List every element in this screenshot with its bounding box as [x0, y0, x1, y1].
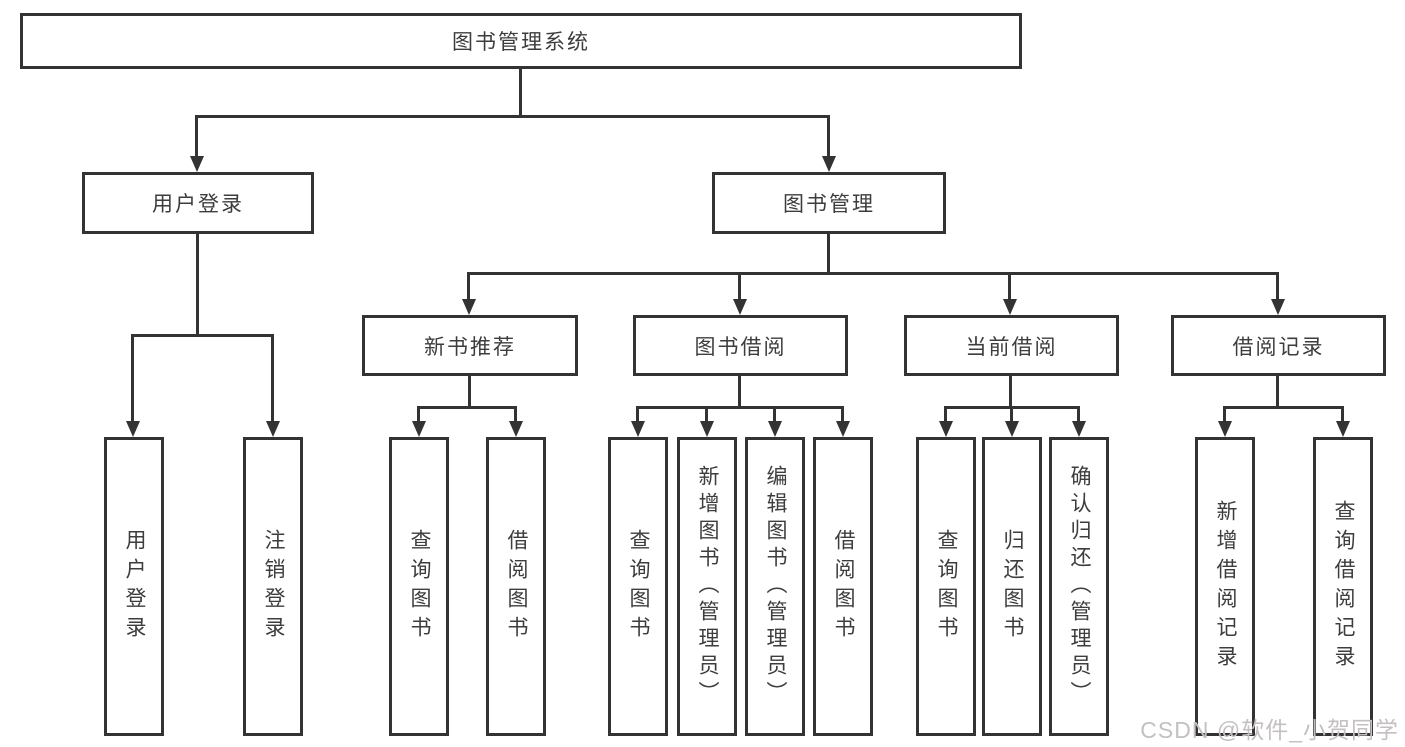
connector-arrowhead-icon — [462, 299, 476, 315]
node-new-book-recommend: 新书推荐 — [362, 315, 578, 376]
leaf-borrow-books: 借阅图书 — [813, 437, 873, 736]
leaf-return-books: 归还图书 — [982, 437, 1042, 736]
connector-arrowhead-icon — [631, 421, 645, 437]
node-book-management: 图书管理 — [712, 172, 946, 234]
connector-arrowhead-icon — [700, 421, 714, 437]
connector-line — [1276, 376, 1279, 409]
connector-arrowhead-icon — [412, 421, 426, 437]
connector-line — [467, 272, 1279, 275]
connector-line — [271, 334, 274, 423]
connector-line — [195, 115, 830, 118]
leaf-add-borrow-record: 新增借阅记录 — [1195, 437, 1255, 736]
connector-line — [738, 376, 741, 409]
node-current-borrowing: 当前借阅 — [904, 315, 1119, 376]
node-borrow-records: 借阅记录 — [1171, 315, 1386, 376]
connector-arrowhead-icon — [1218, 421, 1232, 437]
connector-line — [1223, 406, 1344, 409]
connector-line — [467, 272, 470, 301]
connector-line — [705, 406, 708, 423]
leaf-query-books-current: 查询图书 — [916, 437, 976, 736]
leaf-query-books-recommend: 查询图书 — [389, 437, 449, 736]
connector-line — [1010, 406, 1013, 423]
connector-line — [195, 115, 198, 158]
connector-line — [514, 406, 517, 423]
connector-line — [417, 406, 517, 409]
connector-arrowhead-icon — [509, 421, 523, 437]
connector-line — [827, 115, 830, 158]
connector-line — [131, 334, 134, 423]
connector-arrowhead-icon — [190, 156, 204, 172]
connector-line — [519, 69, 522, 118]
connector-line — [196, 234, 199, 336]
connector-arrowhead-icon — [836, 421, 850, 437]
connector-line — [841, 406, 844, 423]
leaf-confirm-return-admin: 确认归还（管理员） — [1049, 437, 1109, 736]
connector-line — [738, 272, 741, 301]
connector-line — [1009, 376, 1012, 409]
leaf-add-book-admin: 新增图书（管理员） — [677, 437, 737, 736]
connector-line — [636, 406, 843, 409]
node-book-borrowing: 图书借阅 — [633, 315, 848, 376]
csdn-watermark: CSDN @软件_小贺同学 — [1140, 717, 1399, 743]
connector-line — [468, 376, 471, 409]
leaf-borrow-books-recommend: 借阅图书 — [486, 437, 546, 736]
connector-arrowhead-icon — [1072, 421, 1086, 437]
connector-line — [944, 406, 947, 423]
leaf-edit-book-admin: 编辑图书（管理员） — [745, 437, 805, 736]
connector-arrowhead-icon — [126, 421, 140, 437]
connector-arrowhead-icon — [1005, 421, 1019, 437]
connector-line — [773, 406, 776, 423]
connector-arrowhead-icon — [939, 421, 953, 437]
leaf-user-login: 用户登录 — [104, 437, 164, 736]
leaf-query-books-borrowing: 查询图书 — [608, 437, 668, 736]
node-root-library-system: 图书管理系统 — [20, 13, 1022, 69]
connector-line — [1341, 406, 1344, 423]
connector-line — [1008, 272, 1011, 301]
connector-arrowhead-icon — [1271, 299, 1285, 315]
connector-arrowhead-icon — [1336, 421, 1350, 437]
connector-arrowhead-icon — [768, 421, 782, 437]
connector-line — [1223, 406, 1226, 423]
connector-line — [417, 406, 420, 423]
connector-arrowhead-icon — [1003, 299, 1017, 315]
leaf-query-borrow-record: 查询借阅记录 — [1313, 437, 1373, 736]
connector-arrowhead-icon — [822, 156, 836, 172]
connector-arrowhead-icon — [266, 421, 280, 437]
connector-line — [131, 334, 274, 337]
connector-line — [1077, 406, 1080, 423]
connector-line — [1276, 272, 1279, 301]
node-user-login: 用户登录 — [82, 172, 314, 234]
connector-line — [827, 234, 830, 275]
connector-line — [636, 406, 639, 423]
connector-arrowhead-icon — [733, 299, 747, 315]
leaf-logout: 注销登录 — [243, 437, 303, 736]
